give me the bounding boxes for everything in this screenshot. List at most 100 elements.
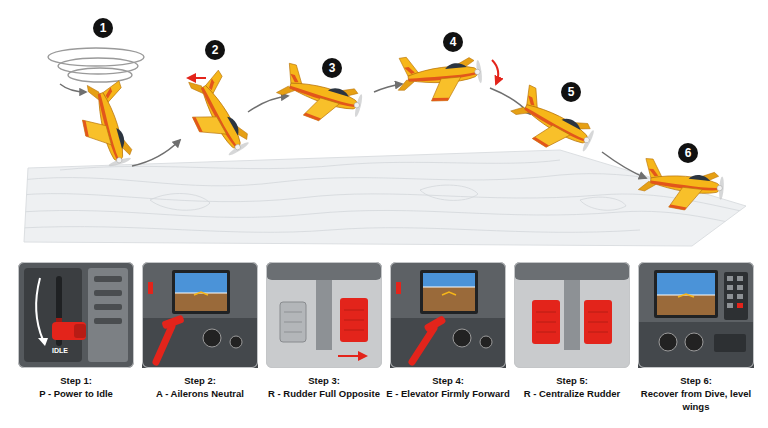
callout-number: 1 (93, 18, 113, 38)
throttle-panel (18, 262, 134, 368)
rudder-pedal-panel-part (284, 322, 302, 323)
step-text: Recover from Dive, level wings (634, 388, 758, 414)
step-text: A - Ailerons Neutral (138, 388, 262, 401)
step-text: P - Power to Idle (14, 388, 138, 401)
cockpit-panel-part (175, 273, 227, 293)
step-caption: Step 2:A - Ailerons Neutral (138, 375, 262, 401)
cockpit-panel-part (657, 273, 715, 295)
cockpit-panel-part (203, 329, 221, 347)
rudder-pedal-panel-part (514, 262, 630, 368)
terrain-map-part (24, 150, 746, 246)
terrain-map-part-part (20, 210, 760, 228)
cockpit-panel-part (423, 273, 475, 287)
cockpit-panel-part (638, 322, 754, 368)
step-text: R - Centralize Rudder (510, 388, 634, 401)
cockpit-panel-part (156, 326, 172, 362)
cockpit-panel-part (685, 333, 703, 351)
terrain-map-part-part (580, 197, 626, 210)
cockpit-panel (142, 262, 258, 368)
rudder-pedal-panel-part (588, 332, 608, 333)
throttle-panel-part (36, 278, 43, 340)
cockpit-panel-part (230, 336, 242, 348)
step-panel: Step 5:R - Centralize Rudder (514, 262, 630, 368)
flight-path-arrow-part (132, 140, 180, 166)
cockpit-panel-part (423, 287, 475, 311)
cockpit-panel-part (423, 315, 446, 333)
control-arrow-part (492, 60, 498, 84)
cockpit-panel-part (737, 276, 743, 281)
airplane-part (272, 62, 366, 130)
cockpit-panel-part (172, 270, 230, 314)
airplane-part (174, 66, 260, 164)
cockpit-panel-part (737, 285, 743, 290)
rudder-pedal-panel-part (344, 330, 364, 331)
control-label: IDLE (52, 347, 68, 354)
rudder-pedal-panel-part (284, 312, 302, 313)
cockpit-panel-part (412, 328, 434, 362)
cockpit-panel-part (194, 292, 208, 295)
step-text: E - Elevator Firmly Forward (386, 388, 510, 401)
airplane-part (71, 76, 144, 172)
step-heading: Step 3: (262, 375, 386, 388)
callout-number: 5 (561, 82, 581, 102)
throttle-panel-part (24, 268, 82, 362)
callout-number-text: 5 (568, 86, 575, 98)
airplane-part (394, 47, 485, 107)
terrain-map-part-part (420, 185, 478, 200)
callout-number-text: 6 (685, 147, 692, 159)
cockpit-panel-part (678, 294, 694, 297)
callout-number: 3 (322, 58, 342, 78)
rudder-pedal-panel-part (266, 262, 382, 280)
step-caption: Step 5:R - Centralize Rudder (510, 375, 634, 401)
callout-number-text: 1 (100, 22, 107, 34)
airplane (71, 47, 725, 212)
control-arrow-part (188, 77, 206, 79)
spin-rings (48, 48, 144, 92)
step-caption: Step 4:E - Elevator Firmly Forward (386, 375, 510, 401)
callout-number-text: 4 (450, 36, 457, 48)
cockpit-panel (638, 262, 754, 368)
step-panel: Step 4:E - Elevator Firmly Forward (390, 262, 506, 368)
cockpit-panel-part (657, 295, 715, 315)
cockpit-panel-part (737, 294, 743, 299)
rudder-pedal-panel-part (338, 355, 366, 357)
step-panel: Step 6:Recover from Dive, level wings (638, 262, 754, 368)
rudder-pedal-panel-part (536, 322, 556, 323)
step-caption: Step 3:R - Rudder Full Opposite (262, 375, 386, 401)
rudder-pedal-panel-part (536, 312, 556, 313)
cockpit-panel-part (453, 329, 471, 347)
cockpit-panel-part (175, 293, 227, 311)
throttle-panel-part (52, 322, 86, 340)
step-heading: Step 1: (14, 375, 138, 388)
callout-number-text: 2 (212, 44, 219, 56)
rudder-pedal-panel-part (266, 262, 382, 368)
spin-rings-part (48, 48, 144, 66)
cockpit-panel-part (724, 272, 748, 320)
rudder-pedal-panel (266, 262, 382, 368)
step-heading: Step 6: (634, 375, 758, 388)
cockpit-panel-part (161, 314, 184, 329)
step-panel: Step 2:A - Ailerons Neutral (142, 262, 258, 368)
step-heading: Step 2: (138, 375, 262, 388)
step-heading: Step 4: (386, 375, 510, 388)
callout-number: 4 (443, 32, 463, 52)
spin-rings-part (60, 84, 86, 92)
cockpit-panel-part (727, 303, 733, 308)
cockpit-panel-part (142, 262, 258, 368)
throttle-panel-part (94, 290, 122, 296)
cockpit-panel-part (420, 270, 478, 314)
step-text: R - Rudder Full Opposite (262, 388, 386, 401)
throttle-panel-part (94, 318, 122, 324)
terrain-map-part-part (20, 227, 640, 233)
rudder-pedal-panel-part (536, 332, 556, 333)
step-heading: Step 5: (510, 375, 634, 388)
throttle-panel-part (74, 324, 86, 338)
rudder-pedal-panel-part (564, 280, 580, 350)
cockpit-panel-part (390, 262, 506, 368)
flight-path-arrow-part (248, 96, 288, 112)
rudder-pedal-panel-part (316, 280, 332, 350)
control-arrow (188, 60, 498, 84)
rudder-pedal-panel-part (344, 310, 364, 311)
cockpit-panel-part (423, 287, 475, 288)
